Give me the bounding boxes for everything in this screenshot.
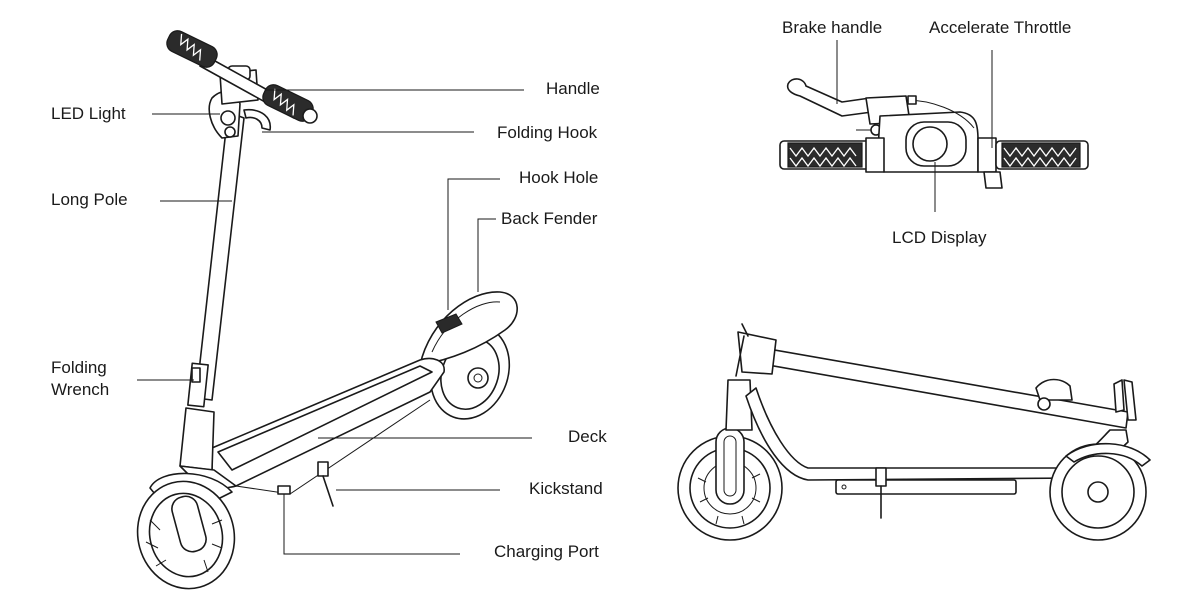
label-led-light: LED Light — [51, 104, 126, 123]
folded-kickstand — [875, 467, 887, 519]
folded-rear-wheel — [1049, 442, 1151, 541]
label-handle: Handle — [546, 79, 600, 98]
label-accelerate-throttle: Accelerate Throttle — [929, 18, 1071, 37]
label-folding-wrench-line1: Folding — [51, 358, 107, 377]
kickstand — [317, 461, 334, 507]
right-leader-lines — [836, 40, 993, 212]
brake-lever — [786, 78, 873, 117]
label-folding-hook: Folding Hook — [497, 123, 598, 142]
lcd-display — [905, 121, 967, 167]
handlebar — [166, 30, 318, 124]
folded-scooter-drawing — [677, 323, 1151, 541]
folded-battery-box — [835, 479, 1017, 495]
folding-wrench — [187, 362, 209, 408]
folded-front-wheel — [677, 427, 783, 541]
front-wheel — [136, 480, 236, 590]
label-deck: Deck — [568, 427, 607, 446]
upright-scooter-drawing — [136, 30, 518, 590]
hook-hole — [435, 313, 463, 334]
long-pole — [195, 111, 245, 401]
label-brake-handle: Brake handle — [782, 18, 882, 37]
left-leader-lines — [137, 89, 532, 555]
back-fender — [419, 291, 518, 366]
label-hook-hole: Hook Hole — [519, 168, 598, 187]
handlebar-detail-drawing — [779, 78, 1089, 189]
label-folding-wrench-line2: Wrench — [51, 380, 109, 399]
label-lcd-display: LCD Display — [892, 228, 987, 247]
label-kickstand: Kickstand — [529, 479, 603, 498]
folding-hook — [243, 108, 271, 131]
labels: LED Light Long Pole Folding Wrench Handl… — [51, 18, 1071, 561]
label-charging-port: Charging Port — [494, 542, 599, 561]
charging-port — [277, 485, 291, 495]
label-back-fender: Back Fender — [501, 209, 598, 228]
label-long-pole: Long Pole — [51, 190, 128, 209]
